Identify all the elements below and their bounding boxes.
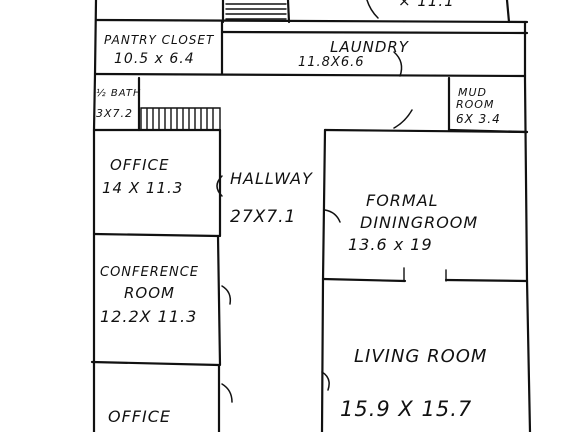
wall-dining-bottom-right [444, 278, 529, 283]
wall-office1-bottom [92, 232, 221, 238]
living-dims: 15.9 X 15.7 [340, 397, 472, 421]
dining-name-1: FORMAL [366, 191, 439, 210]
conference-name-1: CONFERENCE [100, 265, 199, 280]
wall-top-strip [94, 18, 529, 24]
mudroom-name-1: MUD [458, 86, 487, 99]
door-dining [324, 209, 341, 223]
hallway-dims: 27X7.1 [230, 207, 296, 227]
laundry-dims: 11.8X6.6 [298, 55, 365, 70]
room-labels: × 11.1 PANTRY CLOSET 10.5 x 6.4 LAUNDRY … [96, 0, 501, 426]
walls [90, 0, 532, 432]
dining-dims: 13.6 x 19 [348, 235, 433, 254]
wall-conference-bottom [90, 360, 221, 367]
wall-hallway-west [216, 128, 222, 432]
door-swings [216, 0, 413, 403]
hallway-name: HALLWAY [230, 169, 313, 188]
wall-top-right-segment [505, 0, 511, 24]
laundry-name: LAUNDRY [330, 38, 410, 56]
outer-wall-right [523, 20, 532, 432]
conference-dims: 12.2X 11.3 [100, 307, 197, 326]
top-room-dims: × 11.1 [398, 0, 455, 10]
door-laundry [393, 51, 403, 77]
door-top-room [366, 0, 379, 19]
outer-wall-left [92, 0, 98, 432]
conference-name-2: ROOM [124, 284, 175, 302]
door-living [321, 371, 330, 391]
bath-name: ½ BATH [96, 87, 141, 99]
wall-dining-left [320, 128, 327, 432]
door-conference [221, 285, 232, 305]
stairs-top [225, 3, 287, 20]
pantry-name: PANTRY CLOSET [104, 33, 215, 47]
wall-dining-top [323, 128, 529, 134]
office2-name: OFFICE [108, 407, 171, 426]
door-office2 [221, 383, 233, 403]
mudroom-name-2: ROOM [456, 98, 494, 111]
mudroom-dims: 6X 3.4 [456, 112, 501, 126]
bath-dims: 3X7.2 [96, 107, 133, 120]
wall-top-room-right [286, 0, 291, 24]
wall-laundry-top [220, 30, 529, 35]
door-office1 [216, 175, 223, 197]
wall-dining-bottom-left [321, 277, 407, 283]
door-mudroom [393, 109, 413, 129]
pantry-dims: 10.5 x 6.4 [114, 51, 195, 67]
wall-row2-bottom [93, 72, 527, 78]
dining-name-2: DININGROOM [360, 213, 478, 232]
office1-dims: 14 X 11.3 [102, 179, 183, 197]
office1-name: OFFICE [110, 156, 169, 174]
living-name: LIVING ROOM [354, 346, 487, 367]
stairs-bath [140, 107, 221, 131]
